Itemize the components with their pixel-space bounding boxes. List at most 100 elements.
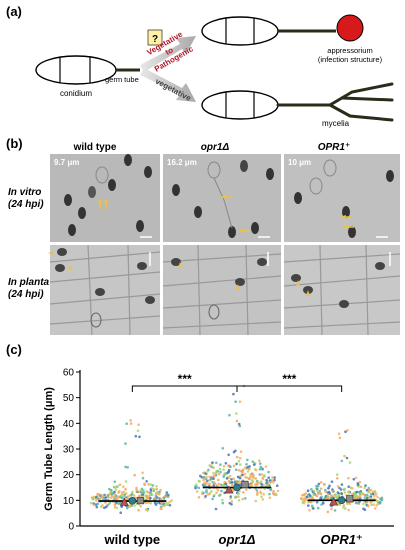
data-point (147, 494, 150, 498)
row-label-in-vitro: In vitro (8, 187, 41, 198)
data-point (124, 480, 128, 483)
data-point (159, 488, 162, 492)
data-point (137, 423, 140, 427)
data-point (230, 478, 233, 481)
data-point (212, 466, 215, 470)
mycelia-shape (276, 82, 394, 122)
data-point (310, 504, 314, 508)
data-point (336, 485, 340, 488)
data-point (246, 465, 250, 469)
data-point (215, 461, 218, 465)
data-point (114, 494, 118, 498)
data-point (315, 494, 319, 498)
data-point (307, 504, 310, 507)
data-point (346, 429, 349, 432)
data-point (275, 484, 279, 488)
data-point (118, 483, 122, 487)
data-point (347, 508, 351, 512)
data-point (254, 483, 257, 487)
data-point (160, 501, 163, 505)
data-point (160, 497, 163, 501)
micrograph-in-planta-wild-type (48, 244, 161, 336)
conidium-top (201, 16, 279, 46)
data-point (222, 475, 225, 478)
data-point (368, 497, 372, 500)
data-point (355, 490, 359, 494)
data-point (231, 483, 234, 487)
panel-label-b: (b) (6, 136, 23, 151)
appressorium-label: appressorium (327, 46, 372, 55)
data-point (252, 463, 256, 466)
data-point (345, 456, 349, 460)
data-point (326, 493, 330, 496)
data-point (358, 494, 362, 498)
data-point (227, 453, 230, 457)
data-point (272, 481, 275, 484)
data-point (113, 485, 117, 489)
data-point (135, 489, 139, 493)
data-point (342, 506, 345, 509)
data-point (227, 470, 230, 474)
y-tick-label: 20 (63, 470, 75, 481)
data-point (244, 466, 247, 470)
x-tick-label: OPR1⁺ (321, 532, 363, 547)
data-point (332, 490, 335, 493)
data-point (149, 483, 152, 486)
data-point (197, 496, 201, 499)
data-point (367, 486, 371, 490)
data-point (234, 495, 237, 498)
data-point (134, 434, 138, 438)
data-point (155, 487, 159, 491)
data-point (205, 475, 208, 479)
y-axis-label: Germ Tube Length (μm) (43, 387, 55, 511)
y-tick-label: 50 (63, 393, 75, 404)
data-point (220, 483, 223, 487)
data-point (98, 498, 101, 501)
data-point (254, 499, 258, 503)
data-point (340, 459, 344, 463)
data-point (166, 502, 170, 506)
data-point (327, 490, 331, 494)
data-point (133, 473, 136, 477)
data-point (206, 470, 209, 473)
data-point (315, 487, 319, 490)
data-point (260, 495, 263, 499)
significance-bracket (236, 385, 343, 392)
data-point (211, 461, 214, 464)
data-point (126, 466, 129, 469)
data-point (235, 455, 239, 459)
data-point (223, 472, 227, 475)
data-point (165, 491, 169, 494)
panel-label-a: (a) (6, 4, 22, 19)
data-point (222, 468, 225, 472)
data-point (194, 483, 198, 487)
data-point (380, 496, 384, 500)
data-point (221, 447, 225, 450)
y-tick-label: 40 (63, 419, 75, 430)
replicate-mean-square (136, 497, 144, 505)
data-point (241, 497, 244, 501)
data-point (117, 491, 120, 494)
data-point (330, 480, 334, 484)
arrow-pathogenic (140, 36, 196, 72)
data-point (316, 506, 320, 510)
measurement-opr1-plus: 10 μm (288, 158, 311, 167)
data-point (237, 422, 241, 426)
data-point (320, 495, 323, 499)
panel-label-c: (c) (6, 342, 22, 357)
data-point (110, 491, 114, 495)
data-point (258, 473, 262, 476)
data-point (305, 495, 309, 499)
data-point (242, 468, 245, 472)
data-point (213, 493, 216, 497)
data-point (302, 493, 306, 497)
data-point (241, 473, 244, 477)
data-point (141, 471, 144, 475)
data-point (267, 470, 270, 474)
data-point (376, 495, 379, 499)
data-point (265, 479, 269, 482)
data-point (237, 469, 241, 472)
data-point (212, 474, 216, 477)
